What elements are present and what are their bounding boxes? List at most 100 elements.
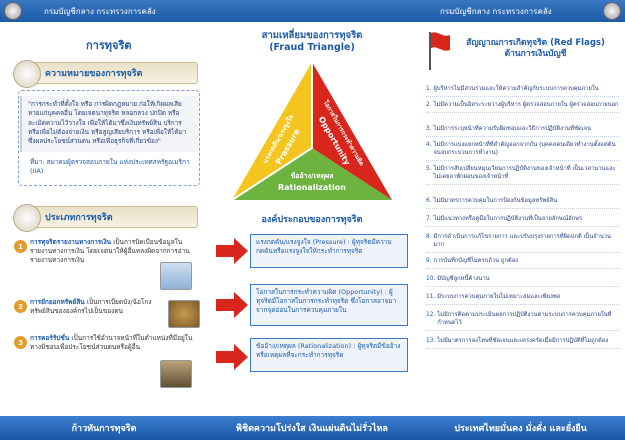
flag-number: 13. [426,338,436,344]
type-item-1: การทุจริตรายงานทางการเงิน เป็นการบิดเบือ… [30,238,200,265]
red-flags-title: สัญญาณการเกิดทุจริต (Red Flags) ด้านการเ… [452,38,619,61]
flag-text: มีการดำเนินการแก้ไขรายการ และปรับปรุงราย… [433,234,612,248]
red-flag-item: 4.ไม่มีการแบ่งแยกหน้าที่ที่สำคัญออกจากกั… [426,142,619,161]
type-item-3: การคอร์รัปชั่น เป็นการใช้อำนาจหน้าที่ในต… [30,334,200,352]
type-desc: เป็นการบิดเบือนข้อมูลในรายงานทางการเงิน … [30,238,190,265]
panel2-footer: พิชิตความโปร่งใส เงินแผ่นดินไม่รั่วไหล [236,424,388,434]
types-title: ประเภทการทุจริต [45,213,113,223]
red-flag-item: 8.มีการดำเนินการแก้ไขรายการ และปรับปรุงร… [426,234,619,253]
flag-text: ไม่มีมาตรการลงโทษที่ชัดเจนและเคร่งครัดเม… [437,338,609,344]
header-bar-left: กรมบัญชีกลาง กระทรวงการคลัง [0,0,208,22]
flag-number: 7. [426,216,432,222]
footer-bar-right: ประเทศไทยมั่นคง มั่งคั่ง และยั่งยืน [416,416,625,440]
red-flag-item: 13.ไม่มีมาตรการลงโทษที่ชัดเจนและเคร่งครั… [426,338,619,349]
header-right-text: กรมบัญชีกลาง กระทรวงการคลัง [440,6,552,16]
type-item-2: การยักยอกทรัพย์สิน เป็นการเบียดบัง/ฉ้อโก… [30,298,166,316]
flag-number: 8. [426,234,432,240]
panel1-title: การทุจริต [86,39,132,52]
flag-number: 6. [426,198,432,204]
header-bar-middle [208,0,416,22]
flag-text: มีระบบการควบคุมภายในไม่เหมาะสมและเพียงพอ [437,294,561,300]
flag-number: 3. [426,126,432,132]
element-rationalization-text: ข้ออ้าง/เหตุผล (Rationalization) : ผู้ทุ… [256,342,401,360]
flag-text: ผู้บริหารไม่มีส่วนร่วมและให้ความสำคัญกับ… [433,86,599,92]
element-opportunity-text: โอกาสในการกระทำความผิด (Opportunity) : ผ… [256,288,397,315]
footer-bar-left: ก้าวทันการทุจริต [0,416,208,440]
type-term: การคอร์รัปชั่น [30,334,70,342]
flag-text: ไม่มีการระบุหน้าที่ความรับผิดชอบและวิธีก… [433,126,591,132]
footer-bar-middle: พิชิตความโปร่งใส เงินแผ่นดินไม่รั่วไหล [208,416,416,440]
type-desc: เป็นการใช้อำนาจหน้าที่ในตำแหน่งที่มีอยู่… [30,334,193,352]
elements-title: องค์ประกอบของการทุจริต [261,215,363,225]
types-title-scroll: ประเภทการทุจริต [13,204,198,232]
panel-fraud-triangle: สามเหลี่ยมของการทุจริต (Fraud Triangle) … [208,0,416,440]
meaning-title: ความหมายของการทุจริต [45,69,143,79]
flag-text: มีบัญชีลูกหนี้ค้างนาน [437,276,490,282]
flag-number: 9. [426,258,432,264]
type-number-badge: 2 [14,300,27,313]
type-term: การทุจริตรายงานทางการเงิน [30,238,112,246]
panel-red-flags: กรมบัญชีกลาง กระทรวงการคลัง สัญญาณการเกิ… [416,0,625,440]
triangle-title: สามเหลี่ยมของการทุจริต (Fraud Triangle) [208,30,416,55]
fraud-triangle-diagram: แรงกดดัน/แรงจูงใจ Pressure โอกาสในการกระ… [231,62,392,201]
red-flag-item: 3.ไม่มีการระบุหน้าที่ความรับผิดชอบและวิธ… [426,126,619,137]
rationalization-label-th: ข้ออ้าง/เหตุผล [290,171,333,180]
element-rationalization-box: ข้ออ้าง/เหตุผล (Rationalization) : ผู้ทุ… [250,338,408,372]
type-number-badge: 1 [14,240,27,253]
flag-number: 1. [426,86,432,92]
red-flag-item: 10.มีบัญชีลูกหนี้ค้างนาน [426,276,619,287]
arrow-right-icon [216,238,248,264]
flag-text: ไม่มีแนวทางหรือคู่มือในการปฏิบัติงานที่เ… [433,216,583,222]
red-flag-item: 2.ไม่มีความเป็นอิสระระหว่างผู้บริหาร ผู้… [426,102,619,113]
flag-text: ไม่มีการติดตามประเมินผลการปฏิบัติงานตามร… [437,312,612,326]
scroll-decoration-icon [13,204,41,232]
definition-text: "การกระทำที่ตั้งใจ หรือ การผิดกฎหมาย ก่อ… [28,100,187,146]
flag-number: 4. [426,142,432,148]
element-opportunity-box: โอกาสในการกระทำความผิด (Opportunity) : ผ… [250,284,408,326]
red-flag-item: 11.มีระบบการควบคุมภายในไม่เหมาะสมและเพีย… [426,294,619,305]
flag-number: 2. [426,102,432,108]
triangle-title-th: สามเหลี่ยมของการทุจริต [261,30,363,41]
financial-report-image [160,262,192,290]
type-term: การยักยอกทรัพย์สิน [30,298,85,306]
red-flag-item: 12.ไม่มีการติดตามประเมินผลการปฏิบัติงานต… [426,312,619,331]
triangle-divider [231,62,313,201]
element-pressure-text: แรงกดดัน/แรงจูงใจ (Pressure) : ผู้ทุจริต… [256,238,392,256]
flag-number: 12. [426,312,436,318]
meaning-title-scroll: ความหมายของการทุจริต [13,60,198,88]
definition-quote: "การกระทำที่ตั้งใจ หรือ การผิดกฎหมาย ก่อ… [20,96,198,152]
flag-text: ไม่มีมาตรการควบคุมในการป้องกันข้อมูลทรัพ… [433,198,558,204]
element-pressure-box: แรงกดดัน/แรงจูงใจ (Pressure) : ผู้ทุจริต… [250,234,408,268]
arrow-right-icon [216,344,248,370]
header-bar-right: กรมบัญชีกลาง กระทรวงการคลัง [416,0,625,22]
opportunity-segment [312,62,392,200]
definition-box [18,90,200,186]
bribery-handshake-image [160,360,192,388]
red-flags-title-line1: สัญญาณการเกิดทุจริต (Red Flags) [466,38,605,48]
scroll-decoration-icon [13,60,41,88]
pressure-segment [232,62,312,200]
rationalization-label-en: Rationalization [278,183,346,192]
type-number-badge: 3 [14,336,27,349]
flag-number: 5. [426,166,432,172]
flag-text: ไม่มีการแบ่งแยกหน้าที่ที่สำคัญออกจากกัน … [433,142,616,156]
panel-fraud-definition: กรมบัญชีกลาง กระทรวงการคลัง การทุจริต คว… [0,0,208,440]
panel3-footer: ประเทศไทยมั่นคง มั่งคั่ง และยั่งยืน [454,424,587,434]
triangle-title-en: (Fraud Triangle) [269,42,355,54]
red-flag-icon [429,32,450,70]
red-flag-item: 7.ไม่มีแนวทางหรือคู่มือในการปฏิบัติงานที… [426,216,619,227]
red-flag-item: 1.ผู้บริหารไม่มีส่วนร่วมและให้ความสำคัญก… [426,86,619,97]
red-flag-item: 6.ไม่มีมาตรการควบคุมในการป้องกันข้อมูลทร… [426,198,619,209]
flag-number: 10. [426,276,436,282]
flag-number: 11. [426,294,436,300]
red-flag-item: 5.ไม่มีการสับเปลี่ยนหมุนเวียนการปฏิบัติง… [426,166,619,185]
header-left-text: กรมบัญชีกลาง กระทรวงการคลัง [44,6,156,16]
definition-source: ที่มา: สมาคมผู้ตรวจสอบภายใน แห่งประเทศสห… [30,158,190,176]
ministry-seal-icon [4,2,22,20]
arrow-right-icon [216,292,248,318]
type-desc: เป็นการเบียดบัง/ฉ้อโกงทรัพย์สินขององค์กร… [30,298,152,316]
panel1-footer: ก้าวทันการทุจริต [71,424,137,434]
ministry-seal-icon [603,2,621,20]
flag-text: ไม่มีการสับเปลี่ยนหมุนเวียนการปฏิบัติงาน… [433,166,616,180]
red-flags-title-line2: ด้านการเงินบัญชี [504,49,567,60]
